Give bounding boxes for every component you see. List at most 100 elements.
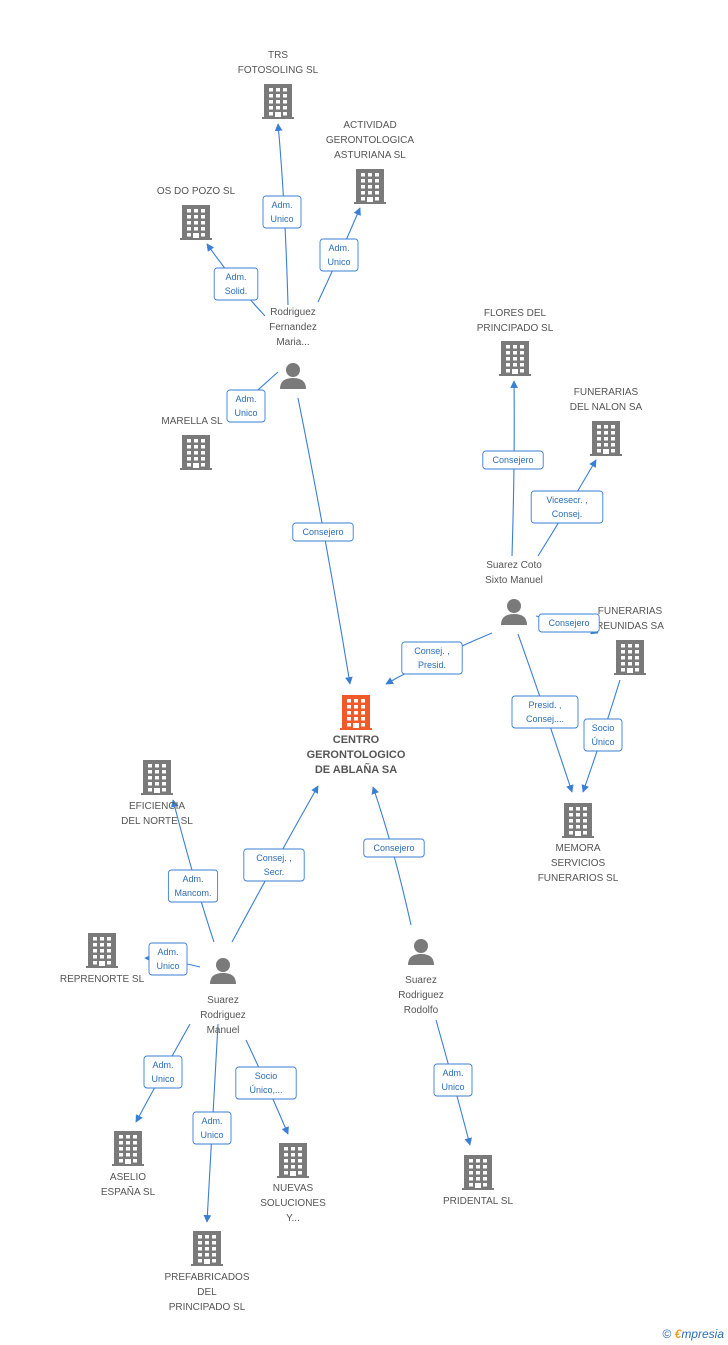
building-icon[interactable] bbox=[499, 341, 531, 376]
edge-label[interactable]: SocioÚnico,... bbox=[235, 1066, 297, 1100]
person-icon[interactable] bbox=[210, 958, 236, 984]
edge-label-box bbox=[482, 450, 544, 470]
edge-label-text: Consej. , bbox=[256, 853, 292, 863]
building-icon[interactable] bbox=[180, 205, 212, 240]
edge-label-box bbox=[148, 942, 188, 976]
building-icon[interactable] bbox=[112, 1131, 144, 1166]
edge-label[interactable]: Adm.Solid. bbox=[213, 267, 259, 301]
edge-label[interactable]: Adm.Unico bbox=[433, 1063, 473, 1097]
edge-label-text: Socio bbox=[592, 723, 615, 733]
node-pridental[interactable]: PRIDENTAL SL bbox=[443, 1155, 513, 1207]
node-label-line: ASTURIANA SL bbox=[334, 150, 406, 161]
node-label-line: DEL bbox=[197, 1287, 217, 1298]
edge-label-text: Adm. bbox=[201, 1116, 222, 1126]
node-osdopozo[interactable]: OS DO POZO SL bbox=[157, 186, 236, 240]
edge-label[interactable]: Adm.Unico bbox=[319, 238, 359, 272]
person-icon[interactable] bbox=[408, 939, 434, 965]
edge-label-text: Adm. bbox=[182, 874, 203, 884]
nodes-layer: CENTRO GERONTOLOGICO DE ABLAÑA SA TRSFOTOSO… bbox=[60, 50, 664, 1313]
node-marella[interactable]: MARELLA SL bbox=[161, 416, 223, 470]
building-icon[interactable] bbox=[590, 421, 622, 456]
edge-label-text: Adm. bbox=[235, 394, 256, 404]
building-icon[interactable] bbox=[141, 760, 173, 795]
node-label-line: PRINCIPADO SL bbox=[477, 323, 554, 334]
edge-label-box bbox=[167, 869, 219, 903]
node-label-line: ESPAÑA SL bbox=[101, 1185, 156, 1198]
edge-label-box bbox=[292, 522, 354, 542]
node-label-line: OS DO POZO SL bbox=[157, 186, 236, 197]
edge-label-box bbox=[538, 613, 600, 633]
edge-label[interactable]: Adm.Unico bbox=[192, 1111, 232, 1145]
building-icon[interactable] bbox=[180, 435, 212, 470]
edge-label-box bbox=[401, 641, 463, 675]
node-label-line: GERONTOLOGICO bbox=[307, 749, 406, 761]
node-label-line: DE ABLAÑA SA bbox=[315, 763, 397, 776]
edge-label[interactable]: Consej. ,Presid. bbox=[401, 641, 463, 675]
edge-label[interactable]: Adm.Unico bbox=[143, 1055, 183, 1089]
edge-label[interactable]: Consej. , Secr. bbox=[243, 848, 305, 882]
footer-brand[interactable]: © €mpresia bbox=[662, 1327, 724, 1341]
node-label-line: MARELLA SL bbox=[161, 416, 223, 427]
edge-label-box bbox=[243, 848, 305, 882]
edge-label[interactable]: Adm.Mancom. bbox=[167, 869, 219, 903]
edge-label-text: Presid. bbox=[418, 660, 446, 670]
building-icon[interactable] bbox=[191, 1231, 223, 1266]
building-icon[interactable] bbox=[614, 640, 646, 675]
person-icon[interactable] bbox=[280, 363, 306, 389]
copyright-symbol: © bbox=[662, 1327, 672, 1341]
edge-label-box bbox=[143, 1055, 183, 1089]
edge-label[interactable]: Consejero bbox=[538, 613, 600, 633]
edge-label[interactable]: Consejero bbox=[363, 838, 425, 858]
node-reprenorte[interactable]: REPRENORTE SL bbox=[60, 933, 145, 985]
node-label-line: Y... bbox=[286, 1213, 300, 1224]
building-icon[interactable] bbox=[562, 803, 594, 838]
edge-label[interactable]: Adm.Unico bbox=[262, 195, 302, 229]
edge-label[interactable]: Presid. ,Consej.... bbox=[511, 695, 579, 729]
edge-label-box bbox=[262, 195, 302, 229]
edge-label[interactable]: Vicesecr. ,Consej. bbox=[530, 490, 604, 524]
edge-label-text: Adm. bbox=[225, 272, 246, 282]
building-icon[interactable] bbox=[354, 169, 386, 204]
node-label-line: EFICIENCIA bbox=[129, 801, 185, 812]
building-icon[interactable] bbox=[462, 1155, 494, 1190]
node-nuevas[interactable]: NUEVASSOLUCIONESY... bbox=[260, 1143, 326, 1224]
edge-label-text: Único,... bbox=[249, 1085, 282, 1095]
edge-label-text: Socio bbox=[255, 1071, 278, 1081]
building-icon[interactable] bbox=[262, 84, 294, 119]
edge-label-text: Presid. , bbox=[528, 700, 561, 710]
person-icon[interactable] bbox=[501, 599, 527, 625]
building-icon[interactable] bbox=[340, 695, 372, 730]
edge-label[interactable]: Consejero bbox=[292, 522, 354, 542]
building-icon[interactable] bbox=[86, 933, 118, 968]
building-icon[interactable] bbox=[277, 1143, 309, 1178]
edge-label-text: Secr. bbox=[264, 867, 285, 877]
node-rodriguez[interactable]: RodriguezFernandezMaria... bbox=[269, 307, 317, 389]
node-label-line: CENTRO bbox=[333, 734, 380, 746]
edge-label-box bbox=[192, 1111, 232, 1145]
node-label-line: Sixto Manuel bbox=[485, 575, 543, 586]
node-centro[interactable]: CENTRO GERONTOLOGICO DE ABLAÑA SA bbox=[307, 695, 406, 776]
edge-label-text: Adm. bbox=[152, 1060, 173, 1070]
edge-label-text: Unico bbox=[234, 408, 257, 418]
edge-label-box bbox=[213, 267, 259, 301]
node-label-line: Rodriguez bbox=[270, 307, 316, 318]
node-label-line: NUEVAS bbox=[273, 1183, 314, 1194]
edge-label[interactable]: Adm.Unico bbox=[148, 942, 188, 976]
edge-label[interactable]: Adm. Unico bbox=[226, 389, 266, 423]
edge-label-box bbox=[511, 695, 579, 729]
node-label-line: REUNIDAS SA bbox=[596, 621, 664, 632]
edge-label[interactable]: Consejero bbox=[482, 450, 544, 470]
